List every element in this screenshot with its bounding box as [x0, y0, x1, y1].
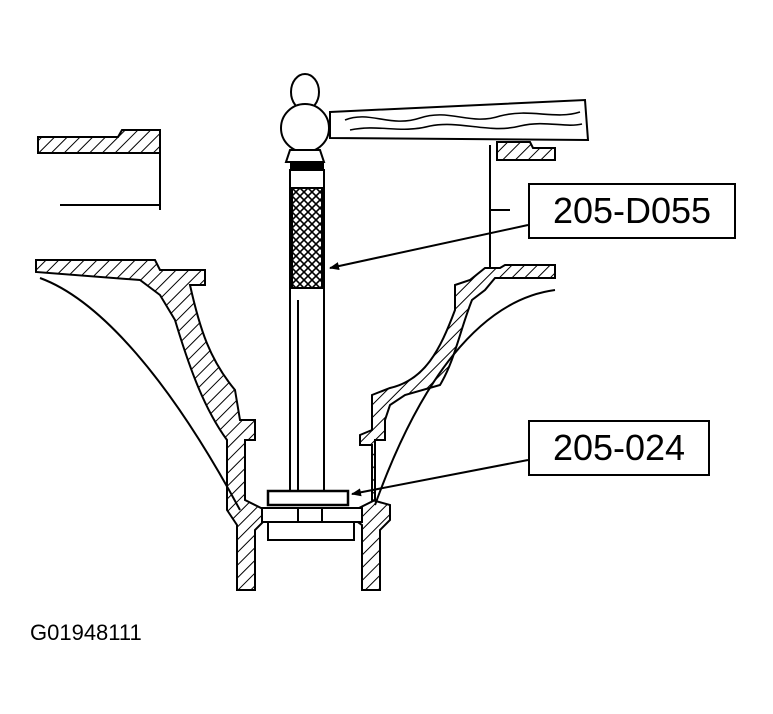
callout-leaders [329, 224, 529, 497]
upper-housing-right [489, 141, 556, 272]
mallet [280, 73, 590, 163]
tool-handle [289, 162, 325, 501]
driver-disc [266, 489, 350, 507]
callout-label-tool-handle: 205-D055 [528, 183, 736, 239]
figure-id: G01948111 [30, 620, 142, 645]
lower-housing-right [354, 264, 556, 591]
upper-housing-left [37, 129, 161, 210]
bearing-seat [261, 507, 363, 541]
lower-housing-left [35, 259, 266, 591]
callout-label-driver-disc: 205-024 [528, 420, 710, 476]
